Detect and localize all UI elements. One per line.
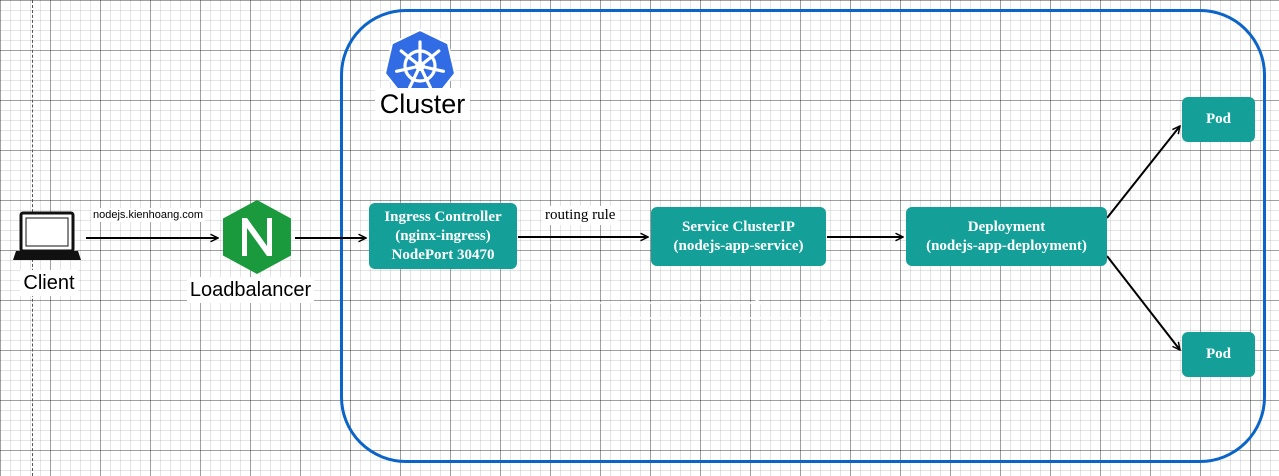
- arrow-deployment-to-pod-bottom: [1106, 255, 1180, 350]
- loadbalancer-label: Loadbalancer: [187, 277, 314, 303]
- pod-node-bottom[interactable]: Pod: [1182, 332, 1255, 377]
- cluster-label: Cluster: [375, 88, 470, 120]
- service-clusterip-node[interactable]: Service ClusterIP (nodejs-app-service): [651, 207, 826, 266]
- deployment-node[interactable]: Deployment (nodejs-app-deployment): [906, 207, 1107, 266]
- edge-label-routing-rule: routing rule: [542, 206, 619, 225]
- service-line-2: (nodejs-app-service): [673, 237, 804, 254]
- pod-bottom-label: Pod: [1205, 346, 1231, 362]
- ingress-line-2: (nginx-ingress): [395, 227, 491, 244]
- deployment-line-2: (nodejs-app-deployment): [926, 237, 1087, 254]
- ingress-line-3: NodePort 30470: [391, 246, 495, 263]
- pod-node-top[interactable]: Pod: [1182, 97, 1255, 142]
- cluster-boundary: [340, 9, 1266, 463]
- nginx-logo-icon: [223, 200, 291, 274]
- ingress-line-1: Ingress Controller: [384, 208, 502, 225]
- edge-label-domain: nodejs.kienhoang.com: [91, 208, 206, 222]
- deployment-line-1: Deployment: [967, 218, 1046, 235]
- laptop-icon: [13, 211, 81, 260]
- service-line-1: Service ClusterIP: [682, 218, 795, 235]
- kubernetes-logo-icon: [383, 28, 457, 99]
- arrow-deployment-to-pod-top: [1106, 126, 1180, 219]
- ingress-controller-node[interactable]: Ingress Controller (nginx-ingress) NodeP…: [369, 203, 517, 269]
- client-label: Client: [20, 270, 78, 296]
- pod-top-label: Pod: [1205, 111, 1231, 127]
